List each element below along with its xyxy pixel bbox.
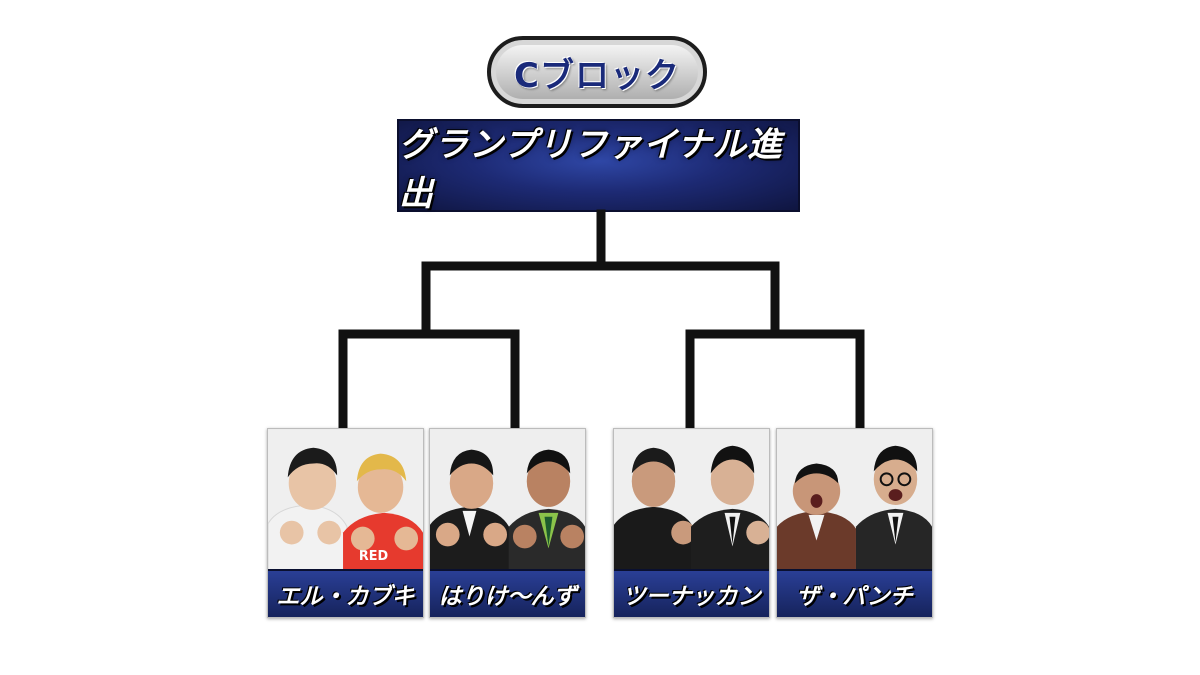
right-pair-connector bbox=[685, 329, 865, 433]
team-name: ツーナッカン bbox=[622, 583, 761, 610]
team-photo bbox=[614, 429, 769, 575]
team-name: ザ・パンチ bbox=[796, 583, 913, 610]
team-name: エル・カブキ bbox=[276, 583, 415, 610]
team-label: はりけ〜んず bbox=[430, 569, 585, 617]
team-photo: RED bbox=[268, 429, 423, 575]
final-title: グランプリファイナル進出 bbox=[399, 124, 783, 214]
team-label: エル・カブキ bbox=[268, 569, 423, 617]
team-label: ザ・パンチ bbox=[777, 569, 932, 617]
semi-connector bbox=[421, 261, 780, 337]
team-card-1[interactable]: RED エル・カブキ bbox=[267, 428, 424, 618]
team-photo bbox=[430, 429, 585, 575]
block-label: Cブロック bbox=[514, 55, 680, 96]
team-card-2[interactable]: はりけ〜んず bbox=[429, 428, 586, 618]
block-badge: Cブロック bbox=[487, 36, 707, 108]
team-label: ツーナッカン bbox=[614, 569, 769, 617]
svg-text:RED: RED bbox=[359, 549, 388, 564]
team-photo bbox=[777, 429, 932, 575]
left-pair-connector bbox=[338, 329, 520, 433]
team-card-3[interactable]: ツーナッカン bbox=[613, 428, 770, 618]
team-name: はりけ〜んず bbox=[438, 583, 577, 610]
team-card-4[interactable]: ザ・パンチ bbox=[776, 428, 933, 618]
